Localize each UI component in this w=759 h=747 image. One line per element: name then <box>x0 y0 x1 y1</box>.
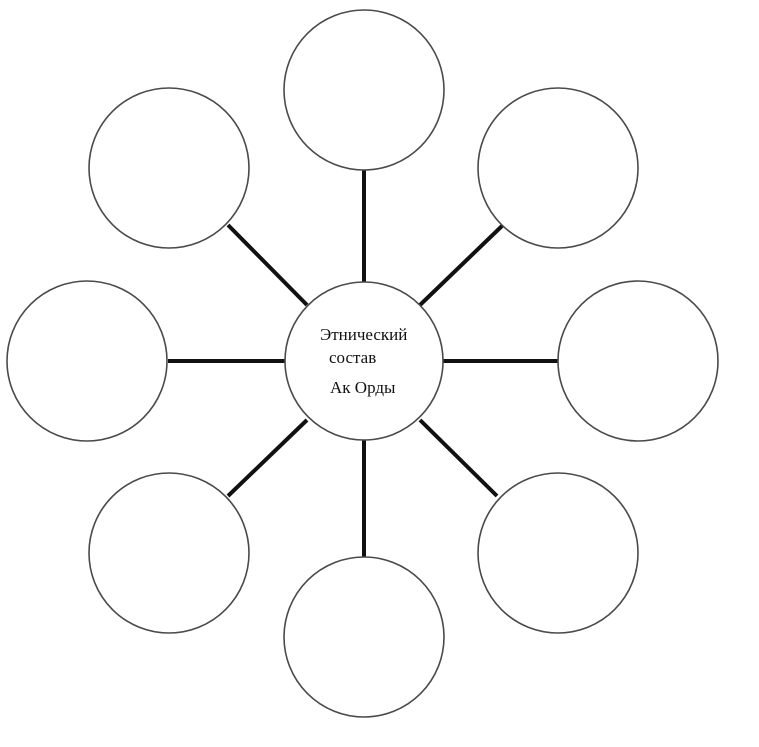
center-label-line-1: Этнический <box>320 325 407 344</box>
center-node: Этнический состав Ак Орды <box>284 281 444 441</box>
center-circle <box>284 281 444 441</box>
connector-top-left <box>226 223 309 307</box>
outer-node-right <box>557 280 719 442</box>
outer-node-top <box>283 9 445 171</box>
connectors <box>168 170 558 557</box>
outer-nodes <box>6 9 719 718</box>
outer-node-bottom <box>283 556 445 718</box>
center-label-line-3: Ак Орды <box>330 378 396 397</box>
outer-node-bottom-left <box>88 472 250 634</box>
connector-bottom-left <box>226 418 309 498</box>
outer-node-top-left <box>88 87 250 249</box>
connector-bottom-right <box>418 418 499 498</box>
connector-top-right <box>418 223 505 307</box>
center-label-line-2: состав <box>329 348 376 367</box>
outer-node-top-right <box>477 87 639 249</box>
outer-node-left <box>6 280 168 442</box>
outer-node-bottom-right <box>477 472 639 634</box>
